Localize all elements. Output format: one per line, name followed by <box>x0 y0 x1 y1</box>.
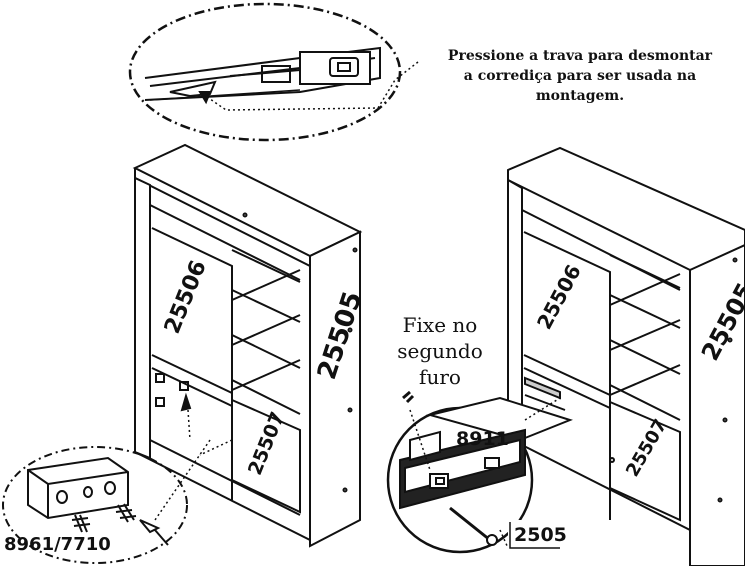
slide-code: 8911 <box>456 428 509 450</box>
fix-line-2: segundo <box>397 339 483 363</box>
note-line-1: Pressione a trava para desmontar <box>447 48 713 64</box>
left-cabinet <box>132 143 363 548</box>
note-line-3: montagem. <box>535 88 625 104</box>
screw-code: 2505 <box>514 524 567 546</box>
note-line-2: a corrediça para ser usada na <box>463 68 697 84</box>
hardware-callout <box>2 439 211 564</box>
hardware-code: 8961/7710 <box>4 534 111 555</box>
right-cabinet <box>507 146 745 566</box>
slide-fix-detail <box>386 390 573 554</box>
slide-detail-callout <box>128 2 402 142</box>
fix-instruction-label: Fixe no segundo furo <box>380 312 500 390</box>
fix-line-1: Fixe no <box>402 313 478 337</box>
fix-line-3: furo <box>419 365 461 389</box>
slide-instruction-note: Pressione a trava para desmontar a corre… <box>418 46 742 106</box>
